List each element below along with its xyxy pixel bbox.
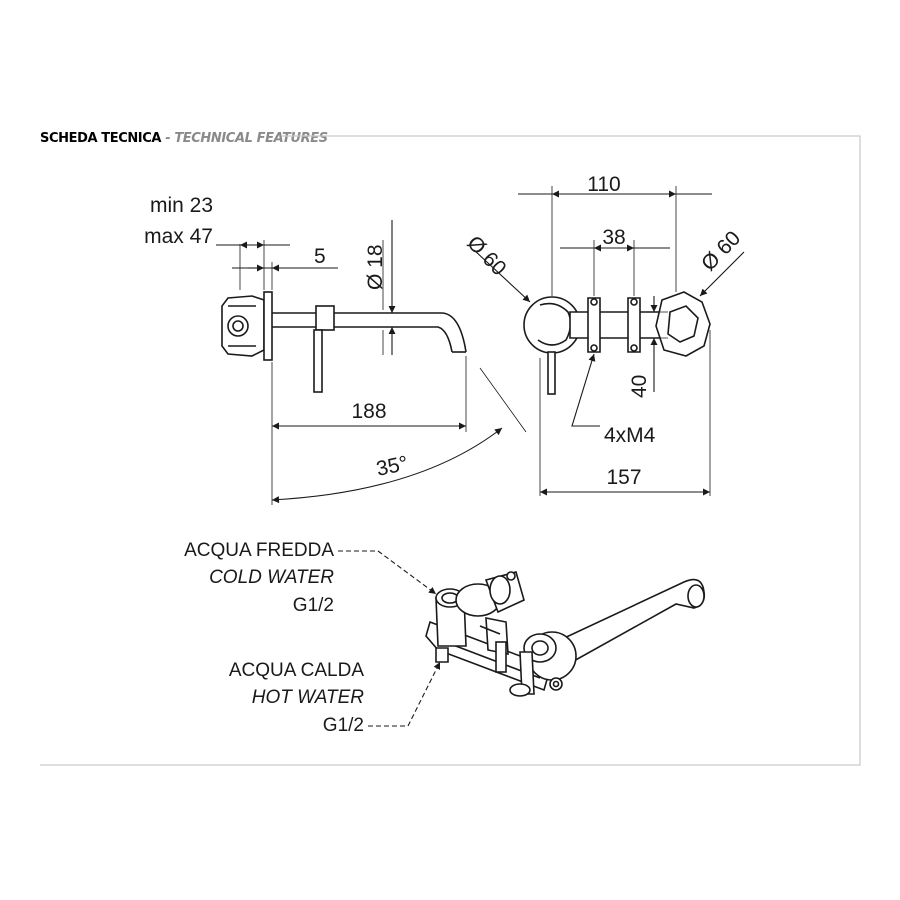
- dim-right-diameter: Ø 60: [697, 227, 745, 276]
- label-hot-thread: G1/2: [323, 715, 364, 736]
- dim-total-width: 110: [587, 173, 620, 196]
- dim-plate-thickness: 5: [314, 245, 326, 268]
- header-title: SCHEDA TECNICA - TECHNICAL FEATURES: [40, 131, 328, 146]
- dim-left-diameter: Ø 60: [462, 231, 510, 280]
- label-screws: 4xM4: [604, 424, 656, 447]
- side-lever: [313, 329, 323, 393]
- front-connecting-bar: [569, 311, 661, 339]
- dim-depth-max: max 47: [144, 225, 213, 248]
- label-cold-it: ACQUA FREDDA: [184, 540, 334, 561]
- label-hot-it: ACQUA CALDA: [229, 660, 364, 681]
- side-wall-plate: [263, 291, 273, 361]
- sheet-frame: [40, 135, 861, 766]
- dim-inner-spacing: 38: [602, 226, 625, 249]
- front-view: 110 38 Ø 60 Ø 60 40 4xM4 157: [462, 173, 745, 496]
- side-valve-knob: [227, 315, 249, 337]
- dim-spout-length: 188: [351, 400, 386, 423]
- iso-spout: [558, 578, 706, 664]
- front-right-valve: [655, 291, 711, 357]
- dim-spout-diameter: Ø 18: [364, 244, 387, 290]
- dim-overall-width: 157: [606, 466, 641, 489]
- dim-depth-min: min 23: [150, 194, 213, 217]
- label-cold-thread: G1/2: [293, 595, 334, 616]
- front-lever: [547, 351, 556, 395]
- label-hot-en: HOT WATER: [252, 687, 365, 708]
- label-cold-en: COLD WATER: [209, 567, 334, 588]
- isometric-view: ACQUA FREDDA COLD WATER G1/2 ACQUA CALDA…: [184, 540, 706, 736]
- side-view: min 23 max 47 5 Ø 18 188 35°: [144, 194, 527, 505]
- dim-rotation-angle: 35°: [374, 452, 410, 481]
- side-spout: [272, 312, 467, 353]
- dim-height: 40: [628, 375, 651, 398]
